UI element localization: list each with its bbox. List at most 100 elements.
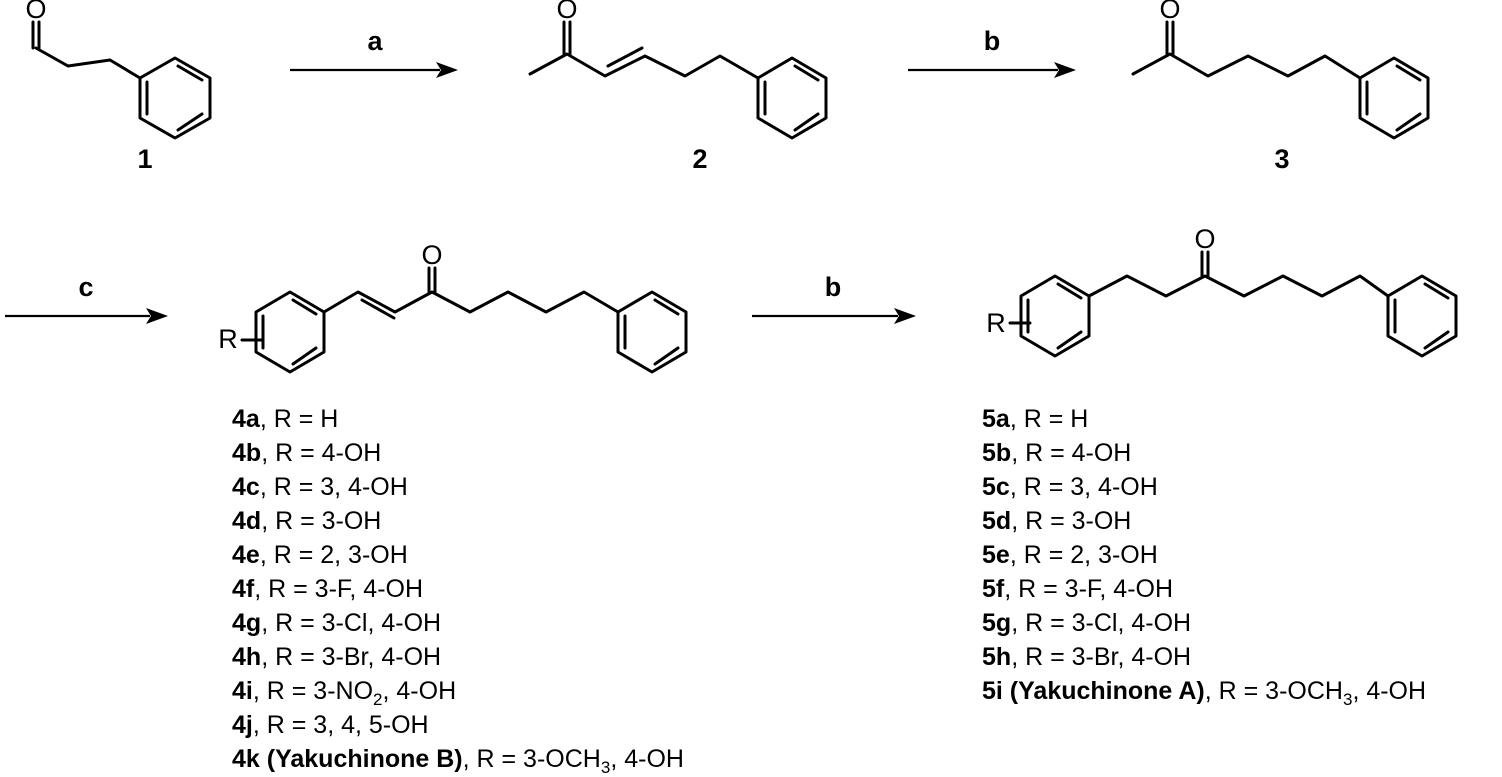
compound-id: 5g [982,609,1012,637]
reagent-label-c: c [78,272,93,302]
compound-entry: 4a, R = H [232,402,684,436]
compound-entry: 5a, R = H [982,402,1426,436]
oxygen-atom-label: O [1194,224,1215,254]
substituent-text: , 4-OH [1352,677,1427,705]
subscript: 3 [1342,690,1353,709]
compound-entry: 5d, R = 3-OH [982,504,1426,538]
substituent-text: , 4-OH [382,677,457,705]
substituent-text: , R = 3-NO [252,677,374,705]
substituent-text: , R = 3-Br, 4-OH [1011,643,1192,671]
substituted-phenyl-ring [254,290,326,374]
compound-entry: 4i, R = 3-NO2, 4-OH [232,674,684,709]
compound-id: 4d [232,507,262,535]
compound-id: 4a [232,405,260,433]
oxygen-atom-label: O [421,240,442,270]
compound-2-structure: O [528,0,828,140]
compound-entry: 5e, R = 2, 3-OH [982,538,1426,572]
substituent-text: , R = H [1009,405,1089,433]
substituent-text: , R = 4-OH [261,439,382,467]
compound-entry: 5h, R = 3-Br, 4-OH [982,640,1426,674]
substituent-text: , R = 3, 4, 5-OH [252,711,429,739]
compound-entry: 4f, R = 3-F, 4-OH [232,572,684,606]
compound-1-structure: O [25,0,212,140]
compound-entry: 4h, R = 3-Br, 4-OH [232,640,684,674]
compound-id: 5a [982,405,1010,433]
reaction-arrow-b-second [752,308,916,324]
substituent-text: , R = 2, 3-OH [259,541,408,569]
compound-entry: 4d, R = 3-OH [232,504,684,538]
compound-entry: 4k (Yakuchinone B), R = 3-OCH3, 4-OH [232,742,684,777]
reaction-arrow-a [290,62,458,78]
compound-id: 5c [982,473,1010,501]
phenyl-ring [756,56,828,140]
compound-id: 4g [232,609,262,637]
compound-entry: 4e, R = 2, 3-OH [232,538,684,572]
compound-id: 5b [982,439,1012,467]
substituent-text: , R = 3-F, 4-OH [1004,575,1174,603]
substituent-text: , R = 2, 3-OH [1009,541,1158,569]
compound-id: 4k (Yakuchinone B) [232,745,463,773]
oxygen-atom-label: O [556,0,577,24]
r-group-label: R [218,324,238,354]
compound-entry: 5g, R = 3-Cl, 4-OH [982,606,1426,640]
compound-id: 4h [232,643,262,671]
substituted-phenyl-ring [1019,274,1091,358]
substituent-text: , R = 3-OH [1011,507,1132,535]
compound-entry: 5b, R = 4-OH [982,436,1426,470]
compound-entry: 4g, R = 3-Cl, 4-OH [232,606,684,640]
substituent-text: , R = 3-OCH [1204,677,1343,705]
compound-4-structure: R O [218,240,688,374]
substituent-text: , R = 3-F, 4-OH [254,575,424,603]
reagent-label-b: b [984,26,1001,56]
compound-id: 4f [232,575,255,603]
compound-entry: 4j, R = 3, 4, 5-OH [232,708,684,742]
compound-label-1: 1 [137,144,152,174]
compound-id: 5d [982,507,1012,535]
compound-5-structure: R O [986,224,1458,358]
substituent-text: , R = 3-OCH [462,745,601,773]
compound-id: 4c [232,473,260,501]
compound-id: 4i [232,677,253,705]
substituent-text: , R = 4-OH [1011,439,1132,467]
reagent-label-b-second: b [825,272,842,302]
substituent-text: , R = 3-Br, 4-OH [261,643,442,671]
compound-entry: 5c, R = 3, 4-OH [982,470,1426,504]
reaction-arrow-c [5,308,168,324]
substituent-text: , 4-OH [610,745,684,773]
compound-label-2: 2 [692,144,707,174]
compound-id: 4e [232,541,260,569]
subscript: 2 [373,690,383,709]
subscript: 3 [600,758,611,777]
substituent-text: , R = 3-OH [261,507,382,535]
substituent-text: , R = 3, 4-OH [1009,473,1158,501]
compound-entry: 4c, R = 3, 4-OH [232,470,684,504]
compound-id: 4j [232,711,253,739]
compound-entry: 4b, R = 4-OH [232,436,684,470]
substituent-text: , R = 3, 4-OH [259,473,408,501]
compound-label-3: 3 [1274,144,1289,174]
r-group-label: R [986,308,1006,338]
phenyl-ring [1386,274,1458,358]
compound-entry: 5i (Yakuchinone A), R = 3-OCH3, 4-OH [982,674,1427,709]
substituent-text: , R = 3-Cl, 4-OH [261,609,442,637]
reagent-label-a: a [367,26,383,56]
compound-3-structure: O [1131,0,1430,140]
phenyl-ring [138,56,212,140]
substituent-text: , R = H [259,405,339,433]
compound-id: 4b [232,439,262,467]
phenyl-ring [1358,56,1430,140]
substituent-text: , R = 3-Cl, 4-OH [1011,609,1192,637]
compound-entry: 5f, R = 3-F, 4-OH [982,572,1426,606]
oxygen-atom-label: O [1159,0,1180,24]
compound-id: 5e [982,541,1010,569]
reaction-arrow-b [908,62,1076,78]
compound-id: 5f [982,575,1005,603]
oxygen-atom-label: O [25,0,46,24]
compound-id: 5i (Yakuchinone A) [982,677,1205,705]
compound-id: 5h [982,643,1012,671]
phenyl-ring [616,290,688,374]
